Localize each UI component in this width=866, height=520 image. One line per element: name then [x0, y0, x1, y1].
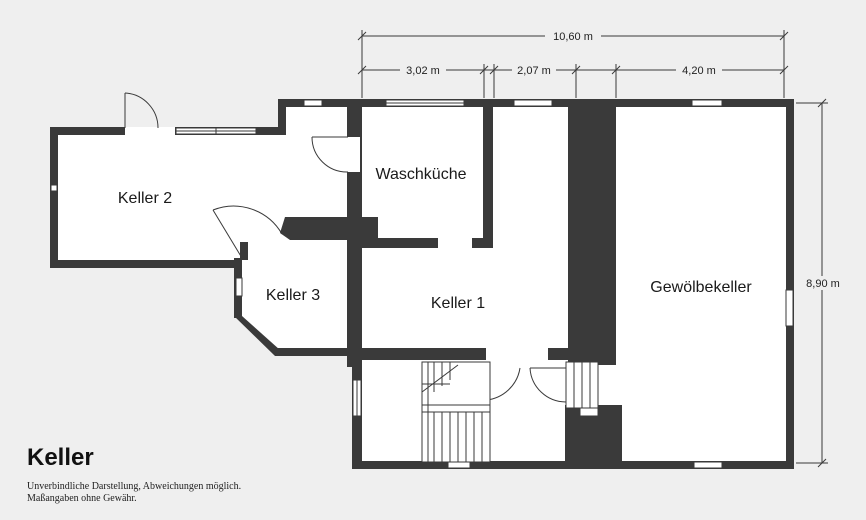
window-lines: [176, 102, 464, 416]
room-label-gewoelbekeller: Gewölbekeller: [650, 279, 752, 296]
room-label-keller-1: Keller 1: [431, 295, 485, 312]
room-label-waschkueche: Waschküche: [376, 166, 467, 183]
dimension-height: 8,90 m: [806, 278, 840, 290]
doors: [124, 92, 567, 403]
room-label-keller-2: Keller 2: [118, 190, 172, 207]
dimension-segment-2: 2,07 m: [517, 65, 551, 77]
dimension-total-width: 10,60 m: [553, 31, 593, 43]
vault-wall: [578, 103, 616, 365]
room-label-keller-3: Keller 3: [266, 287, 320, 304]
disclaimer-line-1: Unverbindliche Darstellung, Abweichungen…: [27, 481, 242, 492]
disclaimer: Unverbindliche Darstellung, Abweichungen…: [27, 481, 241, 505]
dimension-label-bg: [400, 29, 846, 290]
plan-title: Keller: [27, 444, 94, 471]
staircase: [421, 361, 599, 463]
disclaimer-line-2: Maßangaben ohne Gewähr.: [27, 493, 137, 504]
dimension-segment-1: 3,02 m: [406, 65, 440, 77]
dimension-segment-3: 4,20 m: [682, 65, 716, 77]
